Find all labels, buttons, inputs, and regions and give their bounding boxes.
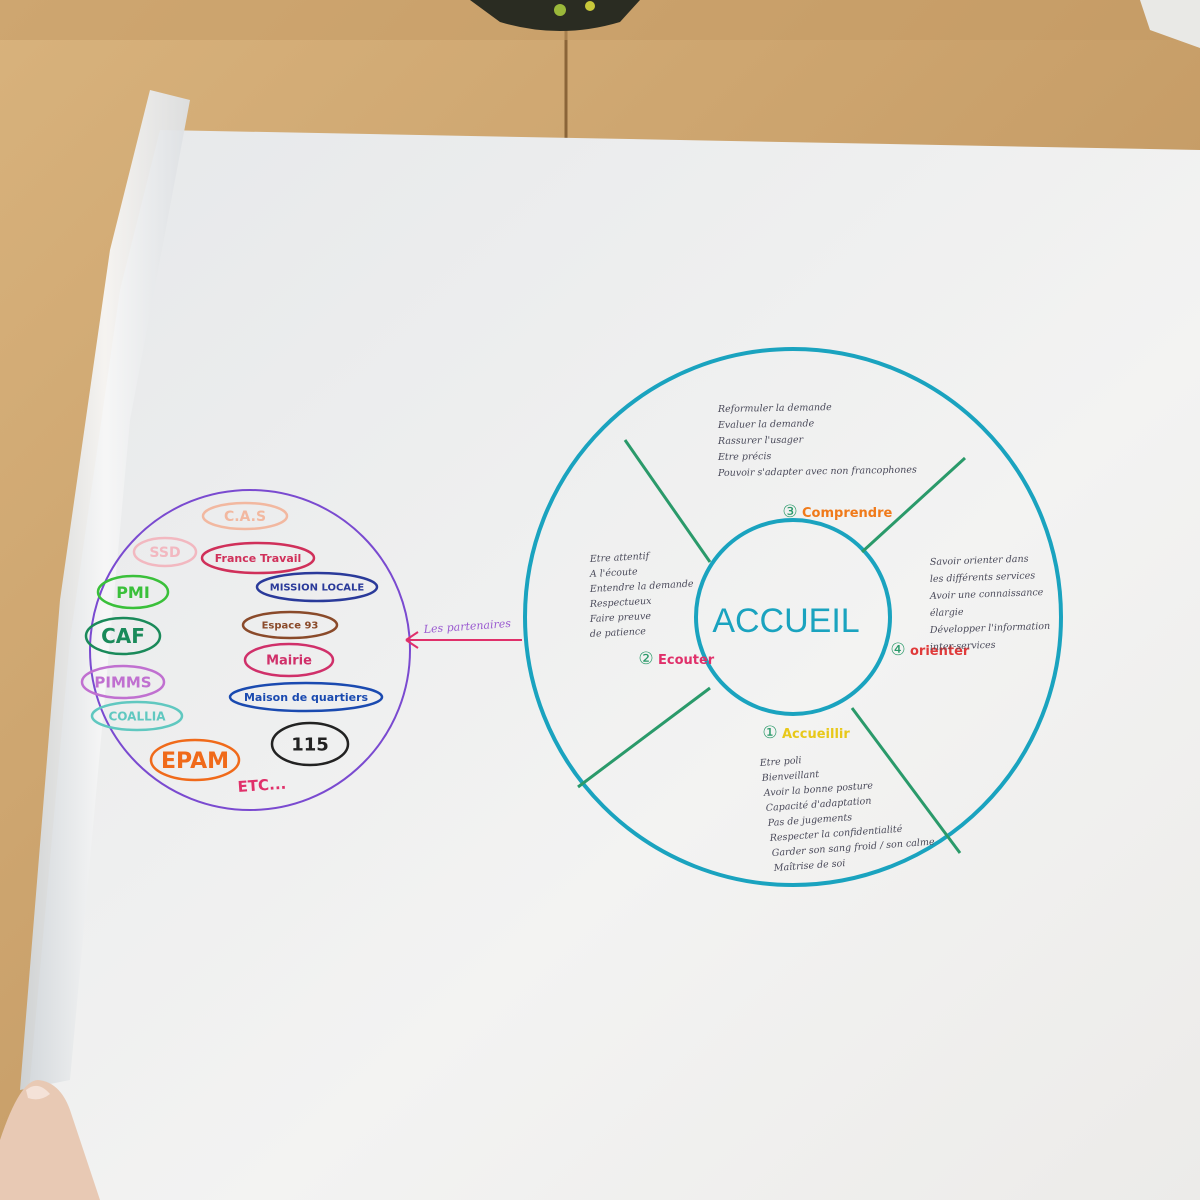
section-number: ① bbox=[762, 723, 777, 743]
section-item: Reformuler la demande bbox=[717, 402, 832, 415]
partner-label: C.A.S bbox=[224, 509, 266, 525]
arrow-head bbox=[405, 631, 419, 649]
partner-oval: France Travail bbox=[200, 541, 316, 575]
bag-object bbox=[470, 0, 640, 31]
partner-label: Mairie bbox=[266, 654, 312, 669]
partner-outline bbox=[96, 574, 170, 610]
partner-outline bbox=[90, 700, 184, 732]
bag-pattern bbox=[554, 4, 566, 16]
partner-oval: PIMMS bbox=[80, 664, 166, 700]
spoke-line bbox=[860, 456, 967, 554]
partner-oval: Maison de quartiers bbox=[228, 681, 384, 713]
section-item: élargie bbox=[930, 607, 964, 619]
partner-label: MISSION LOCALE bbox=[270, 583, 365, 594]
partner-label: PMI bbox=[116, 583, 150, 602]
partner-outline bbox=[228, 681, 384, 713]
partner-oval: PMI bbox=[96, 574, 170, 610]
section-item: Savoir orienter dans bbox=[930, 554, 1029, 568]
section-item: Maîtrise de soi bbox=[772, 858, 845, 874]
partner-oval: SSD bbox=[132, 536, 198, 568]
poster-sheet bbox=[20, 130, 1200, 1200]
partner-outline bbox=[200, 541, 316, 575]
partner-outline bbox=[84, 616, 162, 656]
section-item: Faire preuve bbox=[589, 611, 652, 625]
partner-label: 115 bbox=[291, 734, 329, 755]
section-heading: orienter bbox=[910, 644, 970, 659]
partner-oval: CAF bbox=[84, 616, 162, 656]
etc-label: ETC... bbox=[237, 775, 287, 796]
partner-label: SSD bbox=[149, 545, 180, 561]
spoke-line bbox=[577, 686, 711, 789]
center-title: ACCUEIL bbox=[712, 602, 859, 640]
section-item: Développer l'information bbox=[929, 621, 1051, 636]
partner-outline bbox=[243, 642, 335, 678]
section-item: Etre précis bbox=[717, 451, 772, 463]
partner-oval: MISSION LOCALE bbox=[255, 571, 379, 603]
hand bbox=[0, 1080, 100, 1200]
wheel-section: ④ orienter Savoir orienter dans les différe… bbox=[890, 554, 1050, 660]
bag-pattern bbox=[585, 1, 595, 11]
partner-outline bbox=[80, 664, 166, 700]
fingernail bbox=[26, 1085, 50, 1100]
partner-label: Espace 93 bbox=[262, 621, 319, 632]
partner-outline bbox=[132, 536, 198, 568]
partner-label: EPAM bbox=[161, 749, 229, 774]
section-heading: Accueillir bbox=[782, 727, 850, 742]
partner-oval: C.A.S bbox=[201, 501, 289, 531]
partner-oval: Espace 93 bbox=[241, 610, 339, 640]
spoke-line bbox=[623, 439, 712, 563]
papers-object bbox=[1140, 0, 1200, 48]
partner-label: COALLIA bbox=[108, 709, 166, 723]
section-item: de patience bbox=[590, 626, 647, 640]
poster-roll bbox=[20, 90, 190, 1090]
section-item: les différents services bbox=[930, 570, 1036, 585]
section-item: inter-services bbox=[930, 640, 996, 653]
inner-circle bbox=[694, 518, 892, 716]
section-item: Etre poli bbox=[758, 755, 801, 769]
accueil-wheel: ACCUEIL ③ Comprendre Reformuler la demande… bbox=[523, 347, 1063, 887]
partner-outline bbox=[255, 571, 379, 603]
partners-circle bbox=[89, 489, 411, 811]
section-item: Entendre la demande bbox=[589, 579, 695, 595]
partner-label: PIMMS bbox=[94, 673, 151, 691]
section-heading: Comprendre bbox=[802, 506, 893, 521]
section-number: ② bbox=[638, 649, 653, 669]
section-item: Evaluer la demande bbox=[717, 418, 815, 431]
section-number: ④ bbox=[890, 640, 905, 660]
partner-outline bbox=[149, 738, 241, 782]
section-item: Etre attentif bbox=[589, 551, 651, 565]
section-item: Respectueux bbox=[589, 596, 653, 610]
partner-label: France Travail bbox=[215, 552, 302, 565]
section-heading: Ecouter bbox=[658, 653, 715, 668]
wheel-section: ③ Comprendre Reformuler la demandeEvaluer … bbox=[717, 402, 917, 522]
partner-outline bbox=[241, 610, 339, 640]
section-item: Pouvoir s'adapter avec non francophones bbox=[717, 465, 917, 479]
partners-arrow: Les partenaires bbox=[405, 617, 522, 649]
arrow-label: Les partenaires bbox=[422, 617, 511, 636]
section-item: A l'écoute bbox=[589, 566, 639, 580]
partner-oval: 115 bbox=[270, 721, 350, 767]
partner-label: CAF bbox=[101, 624, 145, 648]
outer-circle bbox=[523, 347, 1063, 887]
partner-label: Maison de quartiers bbox=[244, 691, 369, 704]
partner-oval: Mairie bbox=[243, 642, 335, 678]
partner-oval: EPAM bbox=[149, 738, 241, 782]
section-number: ③ bbox=[782, 502, 797, 522]
spoke-line bbox=[850, 707, 962, 854]
partner-outline bbox=[201, 501, 289, 531]
partner-oval: COALLIA bbox=[90, 700, 184, 732]
section-item: Bienveillant bbox=[760, 769, 819, 784]
section-item: Avoir une connaissance bbox=[929, 587, 1044, 602]
section-item: Rassurer l'usager bbox=[717, 434, 805, 447]
partner-outline bbox=[270, 721, 350, 767]
